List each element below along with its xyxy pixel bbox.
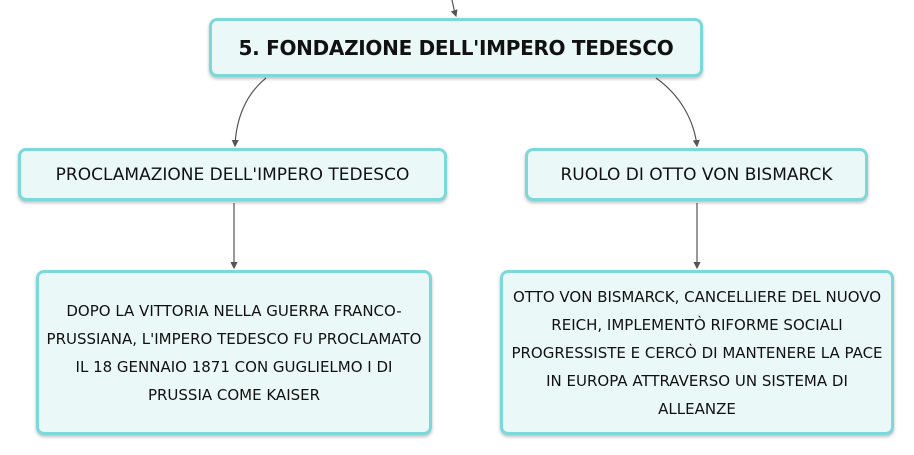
connector-parent-to-root [450,0,458,18]
topic-node-proclamazione[interactable]: PROCLAMAZIONE DELL'IMPERO TEDESCO [18,148,447,201]
topic-node-label: PROCLAMAZIONE DELL'IMPERO TEDESCO [55,164,410,185]
detail-node-bismarck[interactable]: OTTO VON BISMARCK, CANCELLIERE DEL NUOVO… [500,270,894,435]
detail-node-proclamazione[interactable]: DOPO LA VITTORIA NELLA GUERRA FRANCO-PRU… [36,270,432,435]
connector-root-to-left-topic [231,77,267,148]
topic-node-label: RUOLO DI OTTO VON BISMARCK [560,164,833,185]
detail-node-text: OTTO VON BISMARCK, CANCELLIERE DEL NUOVO… [511,287,883,418]
root-node-title: 5. FONDAZIONE DELL'IMPERO TEDESCO [238,35,674,60]
topic-node-bismarck[interactable]: RUOLO DI OTTO VON BISMARCK [525,148,868,201]
detail-node-text: DOPO LA VITTORIA NELLA GUERRA FRANCO-PRU… [46,301,422,404]
connector-root-to-right-topic [655,77,700,148]
root-node[interactable]: 5. FONDAZIONE DELL'IMPERO TEDESCO [209,18,703,77]
